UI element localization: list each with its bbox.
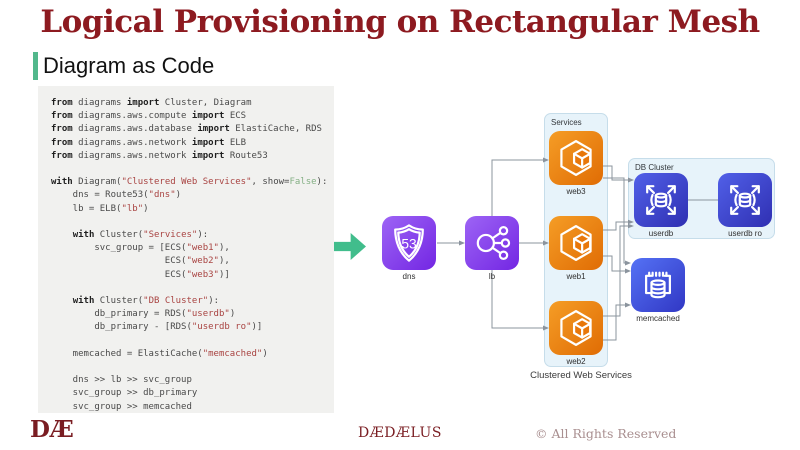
node-label: dns [402, 272, 416, 281]
svg-text:53: 53 [401, 236, 417, 251]
node-label: web1 [566, 272, 586, 281]
node-label: web3 [566, 187, 586, 196]
ecs-icon [549, 131, 603, 185]
cluster-label: DB Cluster [635, 163, 674, 172]
node-label: userdb [648, 229, 674, 238]
footer-brand: DÆDÆLUS [358, 425, 442, 441]
node-label: userdb ro [728, 229, 762, 238]
route53-icon: 53 [382, 216, 436, 270]
diagram-node-memcached: memcached [631, 258, 685, 323]
diagram-node-web1: web1 [549, 216, 603, 281]
diagram-node-dns: 53 dns [382, 216, 436, 281]
diagram-node-userdb: userdb [634, 173, 688, 238]
cluster-label: Services [551, 118, 582, 127]
node-label: web2 [566, 357, 586, 366]
footer-logo: DÆ [30, 416, 74, 443]
rds-icon [718, 173, 772, 227]
footer-rights: © All Rights Reserved [535, 426, 677, 441]
elb-icon [465, 216, 519, 270]
diagram-node-lb: lb [465, 216, 519, 281]
ecs-icon [549, 301, 603, 355]
rds-icon [634, 173, 688, 227]
section-heading: Diagram as Code [33, 52, 214, 80]
page-title: Logical Provisioning on Rectangular Mesh [40, 4, 760, 40]
elasticache-icon [631, 258, 685, 312]
node-label: lb [488, 272, 496, 281]
node-label: memcached [636, 314, 680, 323]
ecs-icon [549, 216, 603, 270]
diagram-caption: Clustered Web Services [530, 370, 632, 381]
diagram-node-userdb-ro: userdb ro [718, 173, 772, 238]
diagram-node-web3: web3 [549, 131, 603, 196]
diagram-node-web2: web2 [549, 301, 603, 366]
